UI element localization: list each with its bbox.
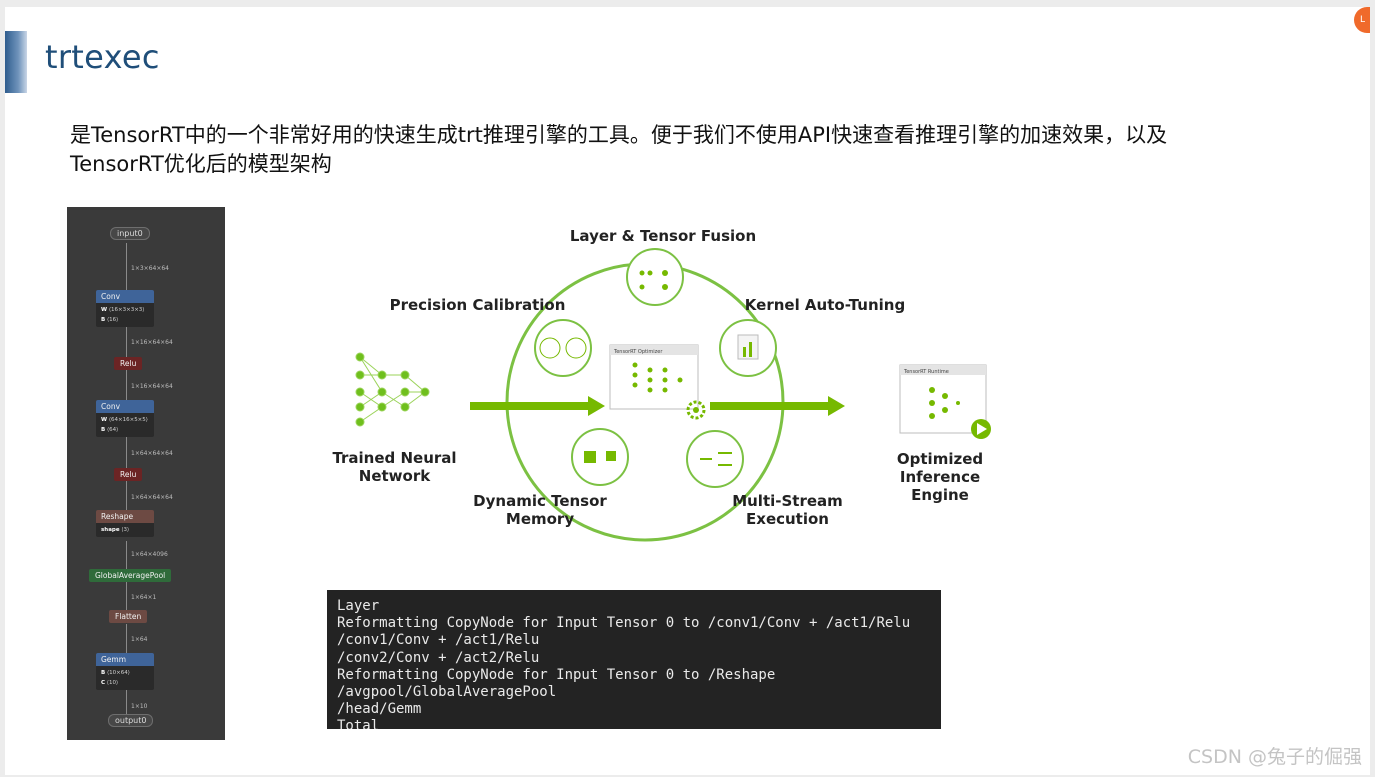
gap-node[interactable]: GlobalAveragePool: [89, 569, 172, 582]
terminal-line: Layer: [337, 598, 380, 614]
label-kernel: Kernel Auto-Tuning: [744, 296, 906, 314]
label-layer-fusion: Layer & Tensor Fusion: [569, 227, 757, 245]
label-trained: Trained Neural Network: [332, 449, 457, 485]
fusion-icon: [626, 248, 684, 306]
terminal-line: Reformatting CopyNode for Input Tensor 0…: [337, 666, 776, 683]
memory-icon: [571, 428, 629, 486]
terminal-line: /conv1/Conv + /act1/Relu: [337, 632, 540, 649]
relu2-node[interactable]: Relu: [114, 468, 143, 481]
gemm-attrs: B ⟨10×64⟩ C ⟨10⟩: [96, 666, 154, 690]
graph-edge: [126, 624, 127, 654]
reshape-node[interactable]: Reshape shape ⟨3⟩: [96, 510, 154, 537]
precision-icon: [534, 319, 592, 377]
diagram-graphics: TensorRT Optimizer: [355, 248, 991, 542]
reshape-attrs: shape ⟨3⟩: [96, 523, 154, 537]
reshape-title: Reshape: [96, 510, 154, 523]
graph-input-node[interactable]: input0: [110, 227, 150, 240]
label-dynamic: Dynamic Tensor Memory: [473, 492, 607, 528]
graph-edge: [126, 582, 127, 610]
conv2-node[interactable]: Conv W ⟨64×16×5×5⟩ B ⟨64⟩: [96, 400, 154, 437]
terminal-line: /avgpool/GlobalAveragePool: [337, 684, 557, 701]
graph-edge: [126, 478, 127, 510]
edge-shape-label: 1×3×64×64: [131, 265, 169, 272]
model-graph: input0 1×3×64×64 Conv W ⟨16×3×3×3⟩ B ⟨16…: [67, 207, 225, 740]
avatar[interactable]: L: [1354, 7, 1370, 33]
edge-shape-label: 1×64×64×64: [131, 450, 173, 457]
title-accent-bar: [5, 31, 27, 93]
terminal-line: Total: [337, 718, 380, 729]
slide-title: trtexec: [45, 38, 160, 76]
label-optimized: Optimized Inference Engine: [896, 450, 984, 504]
label-precision: Precision Calibration: [389, 296, 566, 314]
terminal-output: Layer Reformatting CopyNode for Input Te…: [327, 590, 941, 729]
tensorrt-diagram: TensorRT Optimizer: [320, 207, 1010, 562]
edge-shape-label: 1×16×64×64: [131, 383, 173, 390]
conv1-attrs: W ⟨16×3×3×3⟩ B ⟨16⟩: [96, 303, 154, 327]
flatten-node[interactable]: Flatten: [109, 610, 148, 623]
label-multistream: Multi-Stream Execution: [732, 492, 843, 528]
edge-shape-label: 1×64: [131, 636, 148, 643]
trained-network-icon: [355, 352, 430, 427]
terminal-line: /conv2/Conv + /act2/Relu: [337, 649, 540, 666]
svg-text:TensorRT Optimizer: TensorRT Optimizer: [613, 349, 663, 355]
kernel-icon: [719, 319, 777, 377]
terminal-line: Reformatting CopyNode for Input Tensor 0…: [337, 615, 911, 632]
graph-edge: [126, 367, 127, 400]
graph-edge: [126, 243, 127, 290]
description-paragraph: 是TensorRT中的一个非常好用的快速生成trt推理引擎的工具。便于我们不使用…: [70, 123, 1168, 176]
gear-icon: [686, 400, 706, 420]
relu1-node[interactable]: Relu: [114, 357, 143, 370]
multistream-icon: [686, 430, 744, 488]
graph-edge: [126, 541, 127, 571]
gemm-node[interactable]: Gemm B ⟨10×64⟩ C ⟨10⟩: [96, 653, 154, 690]
conv2-title: Conv: [96, 400, 154, 413]
svg-text:TensorRT Runtime: TensorRT Runtime: [903, 369, 949, 375]
conv1-title: Conv: [96, 290, 154, 303]
slide: trtexec 是TensorRT中的一个非常好用的快速生成trt推理引擎的工具…: [5, 7, 1370, 775]
edge-shape-label: 1×16×64×64: [131, 339, 173, 346]
edge-shape-label: 1×64×4096: [131, 551, 168, 558]
output-arrow: [710, 396, 845, 416]
graph-edge: [126, 434, 127, 468]
graph-edge: [126, 689, 127, 715]
optimizer-window: TensorRT Optimizer: [609, 344, 699, 410]
conv2-attrs: W ⟨64×16×5×5⟩ B ⟨64⟩: [96, 413, 154, 437]
edge-shape-label: 1×64×64×64: [131, 494, 173, 501]
graph-output-node[interactable]: output0: [108, 714, 154, 727]
play-icon: [971, 419, 991, 439]
gemm-title: Gemm: [96, 653, 154, 666]
terminal-line: /head/Gemm: [337, 701, 422, 718]
edge-shape-label: 1×64×1: [131, 594, 157, 601]
graph-edge: [126, 325, 127, 357]
edge-shape-label: 1×10: [131, 703, 148, 710]
runtime-window: TensorRT Runtime: [899, 364, 987, 434]
conv1-node[interactable]: Conv W ⟨16×3×3×3⟩ B ⟨16⟩: [96, 290, 154, 327]
csdn-watermark: CSDN @兔子的倔强: [1187, 746, 1362, 768]
input-arrow: [470, 396, 605, 416]
